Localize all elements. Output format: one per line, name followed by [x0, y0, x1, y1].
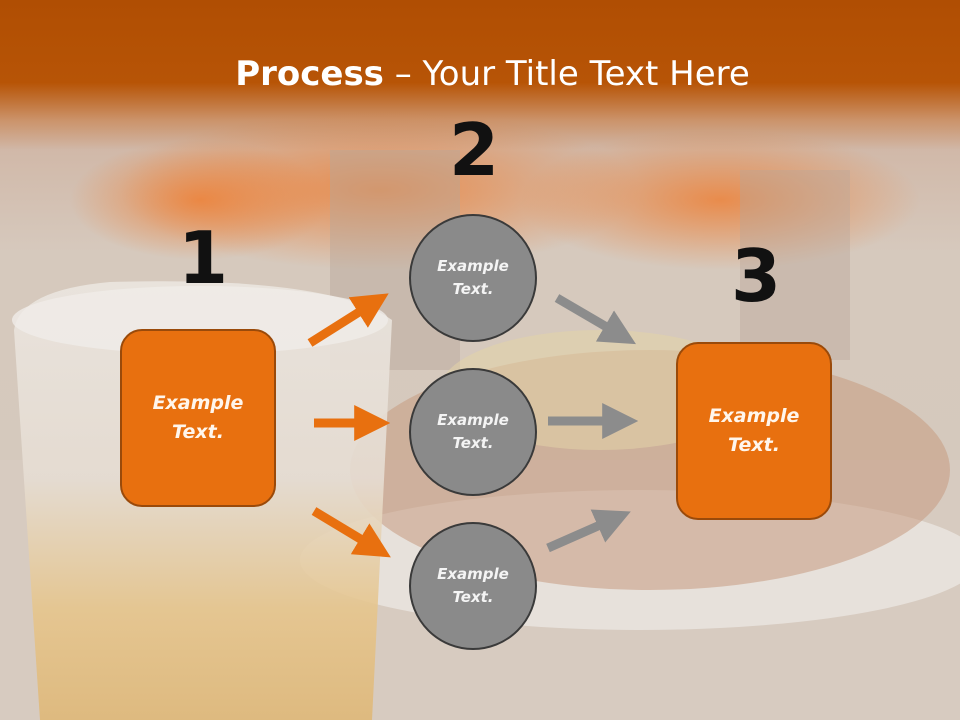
step-number-2: 2 — [449, 108, 500, 192]
title-rest: – Your Title Text Here — [383, 54, 750, 94]
step-number-1: 1 — [178, 216, 229, 300]
grey-arrow-up — [546, 509, 631, 553]
orange-arrow-up — [307, 293, 389, 347]
step-number-3: 3 — [731, 234, 782, 318]
orange-arrow-down — [311, 507, 391, 558]
slide-title: Process – Your Title Text Here — [0, 54, 960, 94]
title-bold: Process — [235, 54, 384, 94]
title-band — [0, 0, 960, 150]
grey-arrow-down — [554, 294, 636, 345]
